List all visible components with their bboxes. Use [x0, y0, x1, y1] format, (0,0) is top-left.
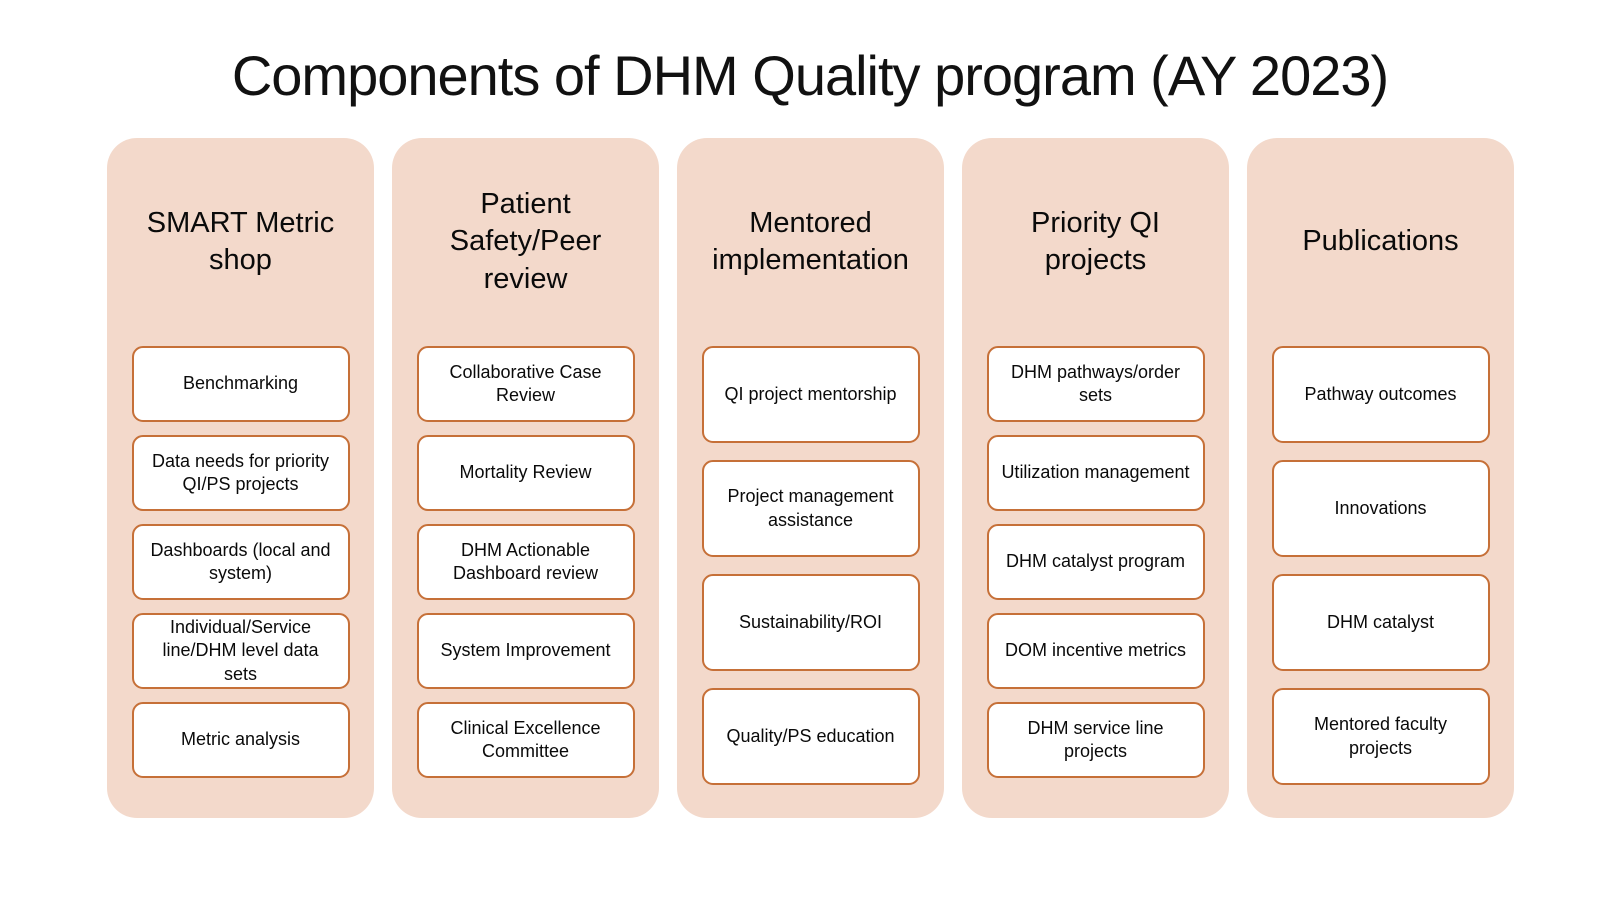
column-header: Publications	[1302, 225, 1459, 258]
column-mentored-implementation: Mentored implementation QI project mentor…	[677, 138, 944, 818]
item-box: Innovations	[1271, 460, 1490, 557]
slide-title: Components of DHM Quality program (AY 20…	[231, 44, 1389, 107]
item-box: DHM pathways/order sets	[986, 346, 1205, 422]
item-box: Benchmarking	[131, 346, 350, 422]
item-box: QI project mentorship	[701, 346, 920, 443]
item-box: Mentored faculty projects	[1271, 688, 1490, 785]
item-box: Dashboards (local and system)	[131, 524, 350, 600]
item-box: Pathway outcomes	[1271, 346, 1490, 443]
item-box: Individual/Service line/DHM level data s…	[131, 613, 350, 689]
item-box: DOM incentive metrics	[986, 613, 1205, 689]
column-header: Mentored implementation	[712, 206, 909, 276]
item-box: DHM Actionable Dashboard review	[416, 524, 635, 600]
item-box: Project management assistance	[701, 460, 920, 557]
item-box: Quality/PS education	[701, 688, 920, 785]
item-box: Utilization management	[986, 435, 1205, 511]
column-header: Priority QI projects	[1031, 206, 1160, 276]
item-box: DHM catalyst program	[986, 524, 1205, 600]
item-box: Metric analysis	[131, 702, 350, 778]
item-box: Data needs for priority QI/PS projects	[131, 435, 350, 511]
item-box: Collaborative Case Review	[416, 346, 635, 422]
item-box: Clinical Excellence Committee	[416, 702, 635, 778]
item-box: DHM service line projects	[986, 702, 1205, 778]
column-header: SMART Metric shop	[146, 206, 335, 276]
item-box: DHM catalyst	[1271, 574, 1490, 671]
item-box: Mortality Review	[416, 435, 635, 511]
item-box: Sustainability/ROI	[701, 574, 920, 671]
item-box: System Improvement	[416, 613, 635, 689]
column-header: Patient Safety/Peer review	[449, 188, 602, 295]
